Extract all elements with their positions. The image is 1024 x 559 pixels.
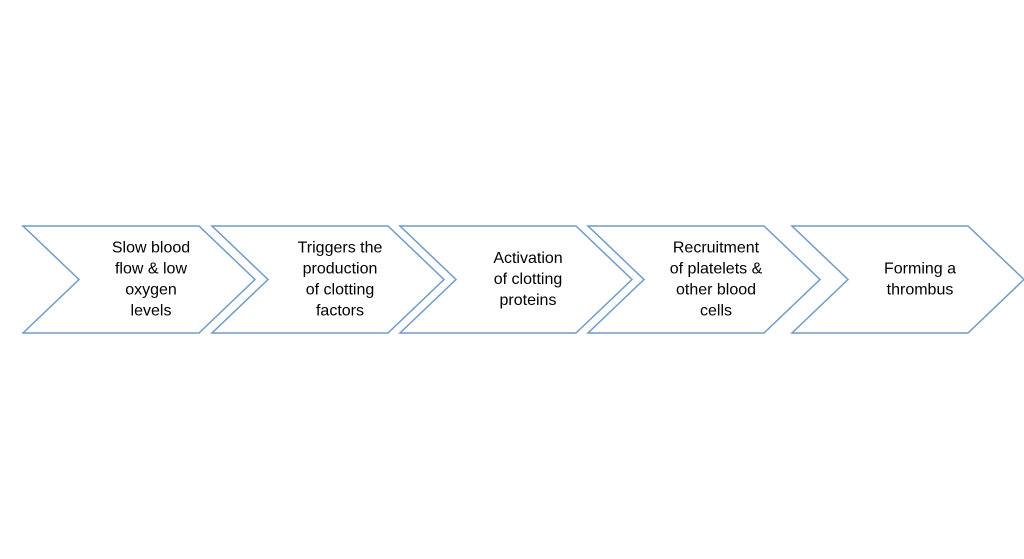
step-label-line: Triggers the (298, 240, 383, 257)
chevron-shape (586, 225, 822, 334)
step-label-line: flow & low (115, 261, 187, 278)
step-label-line: of clotting (306, 282, 374, 299)
step-label-line: cells (700, 303, 732, 320)
step-label-line: proteins (500, 292, 557, 309)
process-step-2: Triggers the production of clotting factors (210, 225, 446, 334)
step-label-line: Forming a (884, 261, 956, 278)
chevron-shape (398, 225, 634, 334)
process-step-1: Slow blood flow & low oxygen levels (21, 225, 257, 334)
process-steps: Slow blood flow & low oxygen levels Triggers… (21, 225, 1024, 334)
process-step-4: Recruitment of platelets & other blood cell… (586, 225, 822, 334)
step-label-line: thrombus (887, 282, 954, 299)
chevron-shape (21, 225, 257, 334)
chevron-shape (210, 225, 446, 334)
step-label-line: Slow blood (112, 240, 190, 257)
process-step-3: Activation of clotting proteins (398, 225, 634, 334)
step-label-line: of clotting (494, 271, 562, 288)
step-label-line: of platelets & (670, 261, 763, 278)
step-label-line: Recruitment (673, 240, 760, 257)
step-label-line: other blood (676, 282, 756, 299)
step-label-line: oxygen (125, 282, 177, 299)
step-label-line: levels (131, 303, 172, 320)
step-label-line: Activation (493, 250, 562, 267)
chevron-shape (790, 225, 1024, 334)
step-label-line: production (303, 261, 378, 278)
process-step-5: Forming a thrombus (790, 225, 1024, 334)
step-label-line: factors (316, 303, 364, 320)
